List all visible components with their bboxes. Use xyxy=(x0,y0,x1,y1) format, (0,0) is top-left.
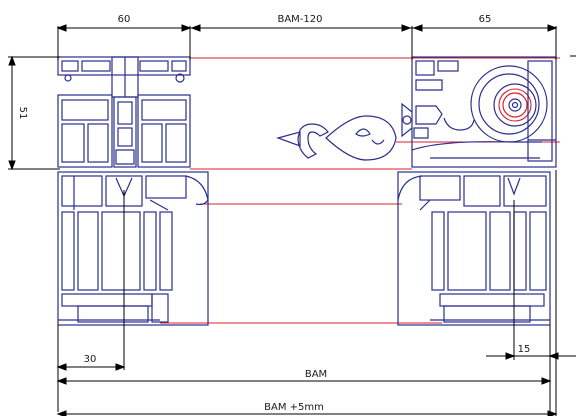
dimension-lines xyxy=(8,24,576,416)
dimension-bottom-left: 30 xyxy=(84,354,97,365)
dimension-bam: BAM xyxy=(305,369,327,380)
dimension-top-left: 60 xyxy=(118,14,131,25)
dimension-bam-plus: BAM +5mm xyxy=(264,402,324,413)
roller-wheel-icon xyxy=(470,65,548,143)
dimension-bottom-right: 15 xyxy=(518,344,531,355)
dimension-top-right: 65 xyxy=(479,14,492,25)
lock-mechanism-icon xyxy=(401,102,429,139)
window-handle-icon xyxy=(276,115,397,161)
left-frame-profile xyxy=(57,56,209,326)
right-frame-profile xyxy=(397,56,557,326)
dimension-top-middle: BAM-120 xyxy=(277,14,322,25)
dimension-left-height: 51 xyxy=(17,107,28,120)
